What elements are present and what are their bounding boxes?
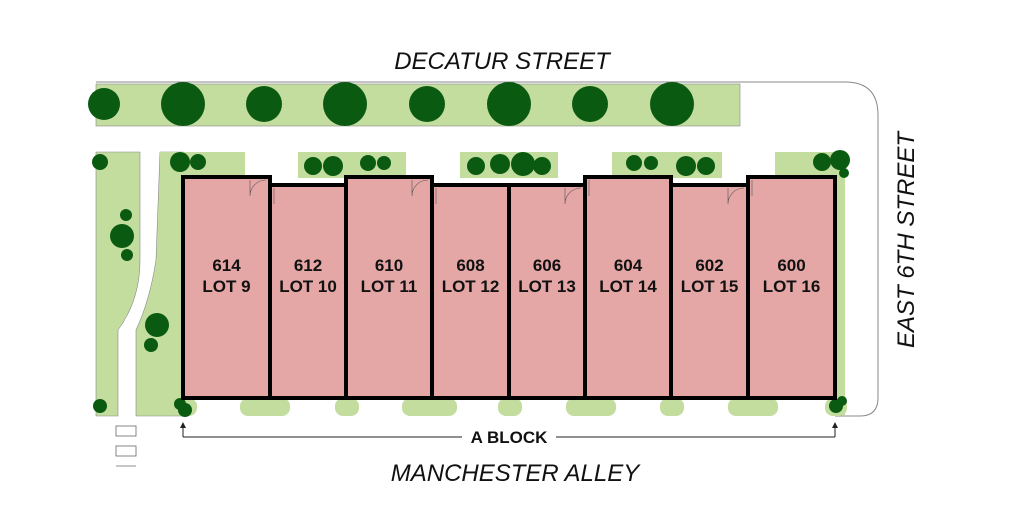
street-label-north: DECATUR STREET: [394, 48, 612, 75]
lot-address: 614: [212, 256, 241, 275]
lot-number: LOT 16: [763, 277, 821, 296]
lot-outline: [669, 183, 750, 400]
lot-number: LOT 15: [681, 277, 739, 296]
lot-number: LOT 14: [599, 277, 657, 296]
tree-icon: [92, 154, 108, 170]
lot-address: 606: [533, 256, 561, 275]
west-green-left: [95, 151, 141, 417]
tree-icon: [830, 150, 850, 170]
tree-icon: [697, 157, 715, 175]
door-icon: [727, 187, 745, 205]
tree-icon: [490, 154, 510, 174]
tree-icon: [839, 168, 849, 178]
south-planters: [175, 398, 847, 416]
tree-icon: [360, 155, 376, 171]
street-label-south: MANCHESTER ALLEY: [391, 460, 642, 487]
tree-icon: [377, 156, 391, 170]
tree-icon: [170, 152, 190, 172]
tree-icon: [323, 82, 367, 126]
lot-address: 612: [294, 256, 322, 275]
tree-icon: [626, 155, 642, 171]
tree-icon: [511, 152, 535, 176]
tree-icon: [533, 157, 551, 175]
lot-outline: [746, 175, 837, 400]
tree-icon: [323, 156, 343, 176]
lot-outline: [583, 175, 673, 400]
door-icon: [411, 179, 429, 197]
tree-icon: [409, 86, 445, 122]
lot-number: LOT 11: [361, 277, 418, 296]
street-curb: [96, 81, 879, 417]
tree-icon: [572, 86, 608, 122]
tree-icon: [487, 82, 531, 126]
lot-outline: [181, 175, 272, 400]
tree-icon: [837, 396, 847, 406]
lot-outline: [268, 183, 348, 400]
tree-icon: [120, 209, 132, 221]
tree-icon: [190, 154, 206, 170]
tree-icon: [93, 399, 107, 413]
alley-steps: [115, 425, 137, 467]
lot-address: 608: [456, 256, 484, 275]
tree-icon: [676, 156, 696, 176]
tree-icon: [246, 86, 282, 122]
street-label-east: EAST 6TH STREET: [893, 130, 920, 348]
lot-number: LOT 13: [518, 277, 576, 296]
lot-number: LOT 9: [202, 277, 250, 296]
door-icon: [249, 179, 267, 197]
tree-icon: [110, 224, 134, 248]
lot-address: 604: [614, 256, 643, 275]
lot-outline: [344, 175, 434, 400]
block-label: A BLOCK: [471, 428, 549, 447]
lot-address: 602: [695, 256, 723, 275]
trees: [88, 82, 850, 417]
door-icon: [564, 187, 582, 205]
tree-icon: [650, 82, 694, 126]
east-green: [835, 175, 845, 415]
tree-icon: [178, 403, 192, 417]
tree-icon: [121, 249, 133, 261]
lot-address: 610: [375, 256, 403, 275]
lot-number: LOT 10: [279, 277, 337, 296]
lot-address: 600: [777, 256, 805, 275]
lot-number: LOT 12: [442, 277, 500, 296]
tree-icon: [644, 156, 658, 170]
lot-outline: [507, 183, 587, 400]
tree-icon: [144, 338, 158, 352]
west-green-right: [135, 151, 184, 417]
tree-icon: [161, 82, 205, 126]
tree-icon: [813, 153, 831, 171]
tree-icon: [304, 157, 322, 175]
tree-icon: [145, 313, 169, 337]
tree-icon: [88, 88, 120, 120]
tree-icon: [467, 157, 485, 175]
